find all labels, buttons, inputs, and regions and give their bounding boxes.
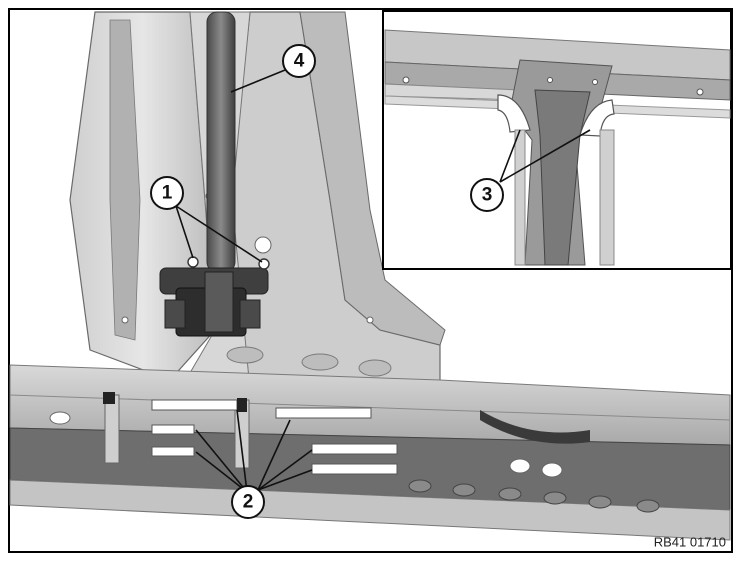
- callout-label: 2: [243, 492, 254, 513]
- callout-1: 1: [150, 176, 184, 210]
- callout-2: 2: [231, 485, 265, 519]
- rocker-sill: [9, 364, 731, 541]
- leader-lines: [175, 67, 591, 493]
- callout-3: 3: [470, 178, 504, 212]
- inset-detail: [382, 10, 732, 270]
- callout-label: 1: [162, 183, 173, 204]
- tension-rod: [206, 11, 236, 273]
- callout-label: 3: [482, 185, 493, 206]
- callout-4: 4: [282, 44, 316, 78]
- clamp-bracket: [159, 256, 270, 337]
- callout-label: 4: [294, 51, 305, 72]
- reference-code: RB41 01710: [654, 535, 726, 550]
